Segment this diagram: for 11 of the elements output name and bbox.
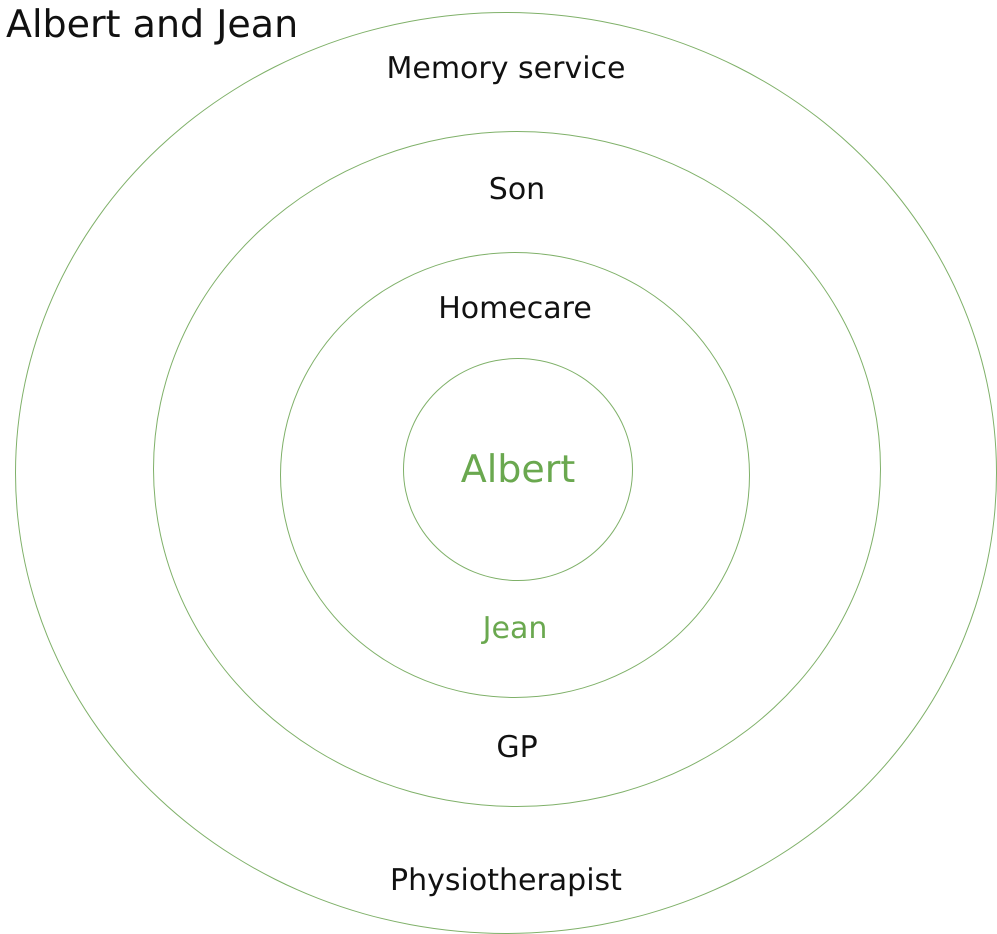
diagram-title: Albert and Jean: [6, 2, 298, 46]
circle-label: Memory service: [386, 51, 626, 86]
circle-label: GP: [496, 730, 538, 765]
circle-label: Son: [488, 172, 546, 207]
concentric-circle: [153, 131, 881, 807]
circle-label: Homecare: [438, 291, 592, 326]
circle-label: Albert: [460, 447, 576, 491]
circle-label: Jean: [482, 611, 548, 646]
circle-label: Physiotherapist: [390, 863, 622, 898]
concentric-circle: [280, 252, 750, 698]
concentric-circle: [403, 358, 633, 581]
